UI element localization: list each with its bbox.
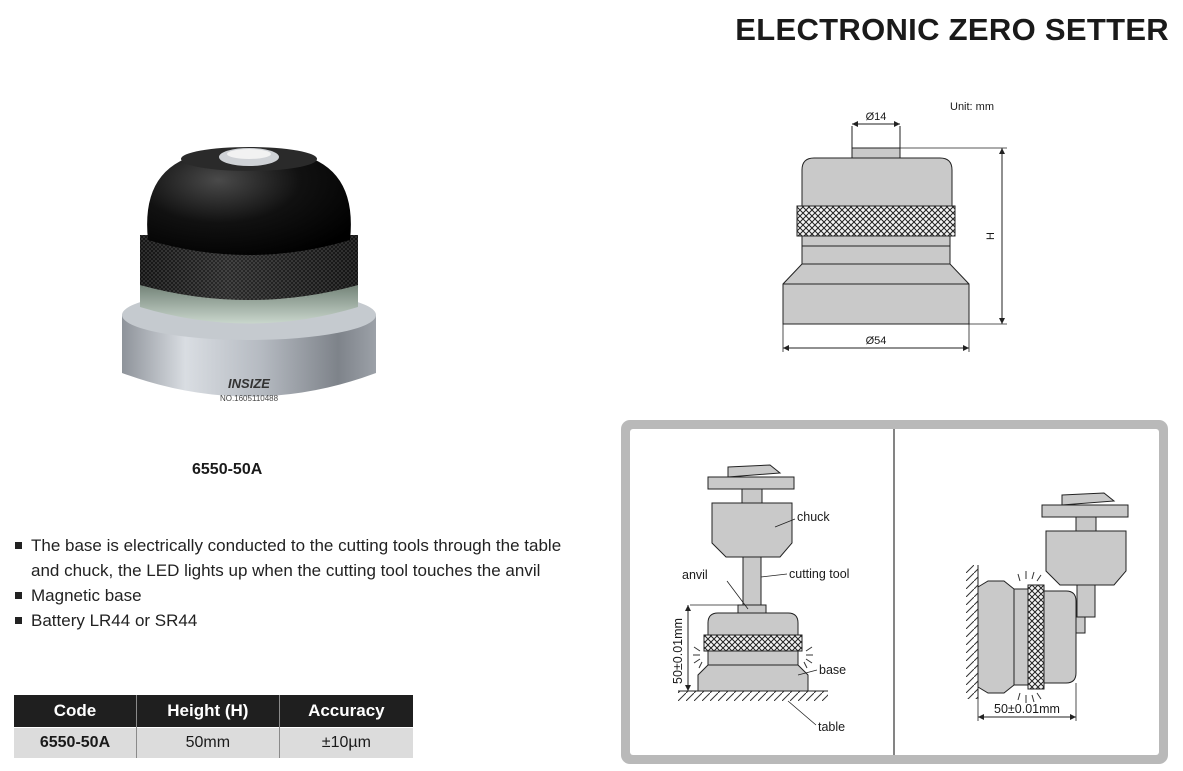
usage-diagram-inner: 50±0.01mm chuck cutting tool anvil base … (630, 429, 1159, 755)
table-row: 6550-50A 50mm ±10µm (14, 727, 413, 758)
top-diameter-label: Ø14 (866, 111, 887, 123)
serial-number: NO.1605110488 (220, 394, 279, 403)
table-cell: 50mm (136, 727, 280, 758)
feature-list: The base is electrically conducted to th… (12, 533, 572, 633)
table-cell: 6550-50A (14, 727, 137, 758)
usage-diagram-panel: 50±0.01mm chuck cutting tool anvil base … (621, 420, 1168, 764)
base-diameter-label: Ø54 (866, 335, 887, 347)
product-photo: INSIZE NO.1605110488 (122, 147, 376, 403)
table-header-row: Code Height (H) Accuracy (14, 695, 413, 728)
height-annotation-right: 50±0.01mm (994, 702, 1060, 716)
column-header: Accuracy (278, 695, 413, 728)
feature-item: The base is electrically conducted to th… (12, 533, 572, 583)
table-cell: ±10µm (278, 727, 413, 758)
product-code: 6550-50A (192, 461, 263, 478)
chuck-label: chuck (797, 510, 830, 524)
height-label: H (985, 232, 997, 240)
usage-diagram: 50±0.01mm chuck cutting tool anvil base … (671, 429, 1129, 755)
page-title: ELECTRONIC ZERO SETTER (735, 12, 1169, 47)
column-header: Code (14, 695, 137, 728)
dimension-drawing: Unit: mm Ø14 H Ø54 (782, 101, 1007, 352)
height-annotation-left: 50±0.01mm (671, 618, 685, 684)
brand-logo: INSIZE (228, 376, 270, 391)
unit-label: Unit: mm (950, 101, 994, 113)
feature-item: Battery LR44 or SR44 (12, 608, 572, 633)
base-label: base (819, 663, 846, 677)
anvil-label: anvil (682, 568, 708, 582)
feature-item: Magnetic base (12, 583, 572, 608)
table-label: table (818, 720, 845, 734)
cutting-tool-label: cutting tool (789, 567, 849, 581)
spec-table: Code Height (H) Accuracy 6550-50A 50mm ±… (14, 695, 413, 758)
column-header: Height (H) (136, 695, 280, 728)
